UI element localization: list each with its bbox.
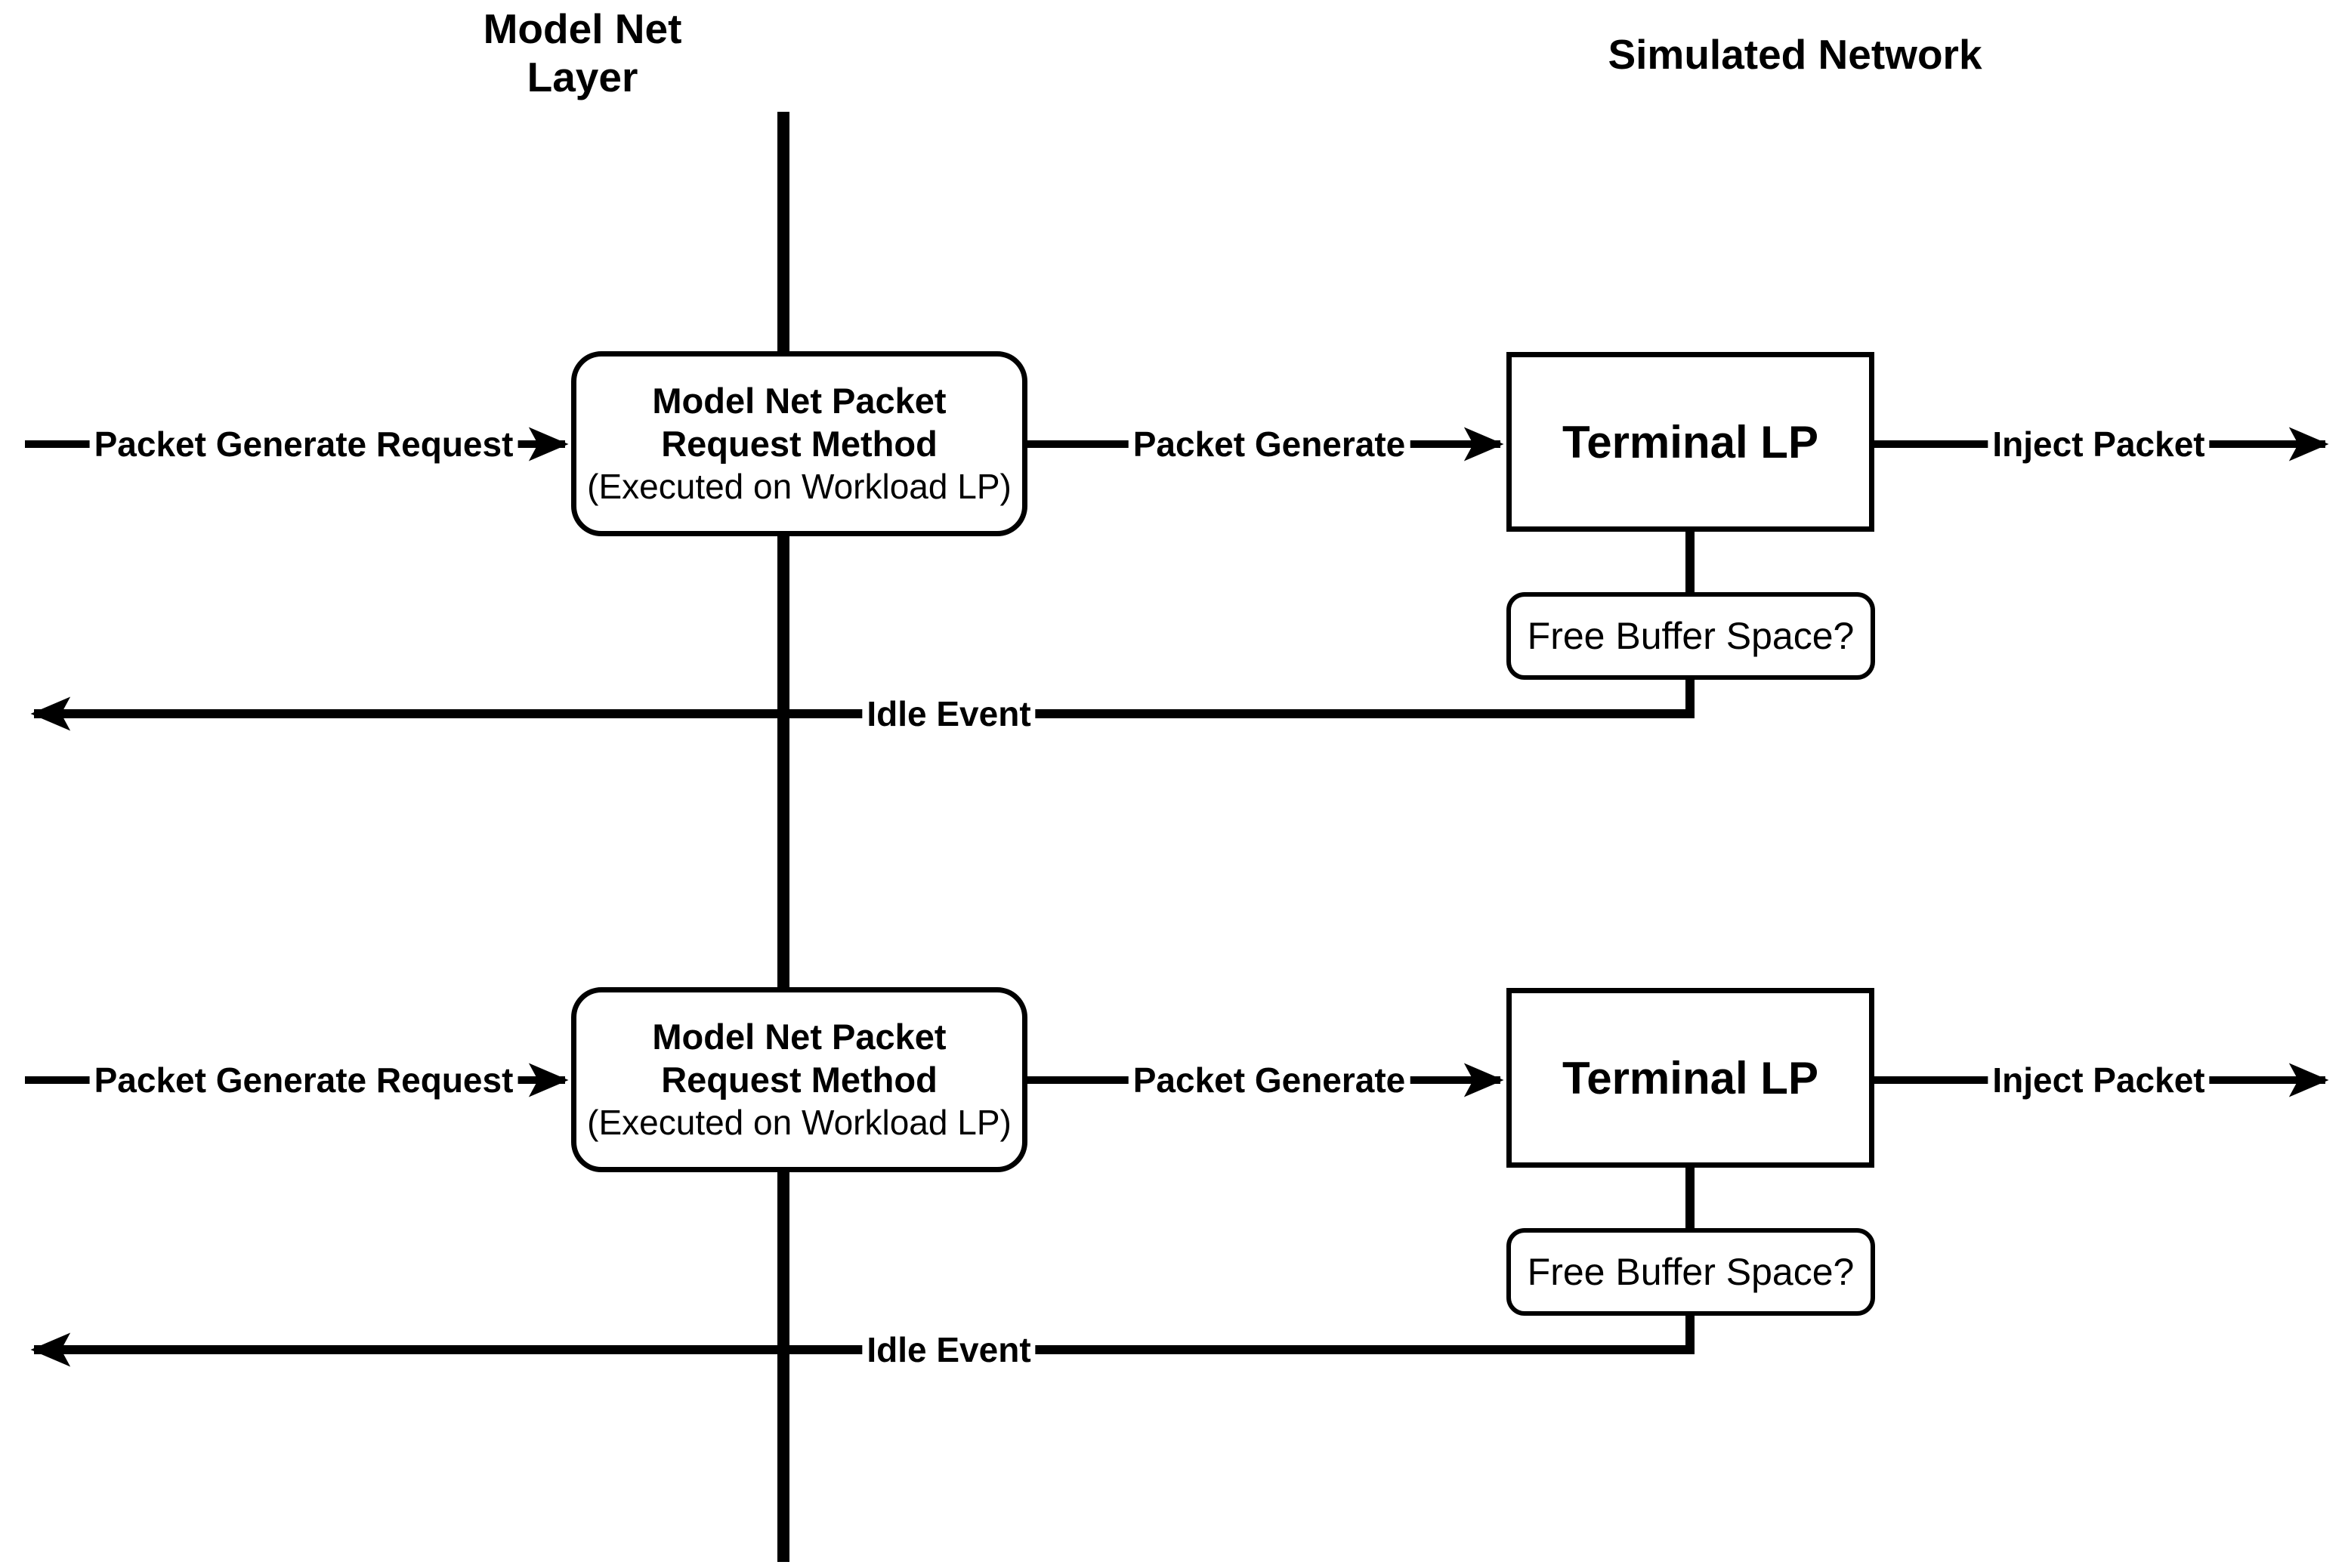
column-header-simulated-network: Simulated Network [1608, 30, 1982, 79]
packet-generate-request-label: Packet Generate Request [89, 423, 518, 465]
method-box-subtitle: (Executed on Workload LP) [587, 1103, 1012, 1142]
method-box-title-line: Model Net Packet [652, 1017, 947, 1057]
header-line: Model Net [483, 5, 682, 52]
free-buffer-space-text: Free Buffer Space? [1527, 1251, 1855, 1293]
packet-generate-request-label: Packet Generate Request [89, 1059, 518, 1101]
header-line: Simulated Network [1608, 31, 1982, 78]
method-box-subtitle: (Executed on Workload LP) [587, 467, 1012, 506]
packet-generate-label: Packet Generate [1128, 1059, 1410, 1101]
idle-event-label: Idle Event [862, 1329, 1036, 1371]
free-buffer-space-box: Free Buffer Space? [1506, 1228, 1875, 1316]
terminal-lp-box: Terminal LP [1506, 352, 1874, 532]
model-net-packet-request-method-box: Model Net Packet Request Method (Execute… [571, 351, 1027, 536]
terminal-lp-title: Terminal LP [1562, 416, 1818, 468]
free-buffer-space-box: Free Buffer Space? [1506, 592, 1875, 680]
idle-event-label: Idle Event [862, 693, 1036, 735]
flow-row: Packet Generate Request Model Net Packet… [0, 0, 2348, 735]
method-box-title-line: Request Method [661, 424, 938, 464]
free-buffer-space-text: Free Buffer Space? [1527, 615, 1855, 657]
inject-packet-label: Inject Packet [1988, 1059, 2210, 1101]
model-net-packet-request-method-box: Model Net Packet Request Method (Execute… [571, 987, 1027, 1172]
terminal-lp-box: Terminal LP [1506, 988, 1874, 1168]
flow-row: Packet Generate Request Model Net Packet… [0, 636, 2348, 1371]
header-line: Layer [527, 54, 638, 100]
inject-packet-label: Inject Packet [1988, 423, 2210, 465]
column-header-model-net-layer: Model Net Layer [484, 5, 682, 101]
method-box-title-line: Request Method [661, 1060, 938, 1100]
packet-generate-label: Packet Generate [1128, 423, 1410, 465]
method-box-title-line: Model Net Packet [652, 381, 947, 421]
terminal-lp-title: Terminal LP [1562, 1052, 1818, 1103]
